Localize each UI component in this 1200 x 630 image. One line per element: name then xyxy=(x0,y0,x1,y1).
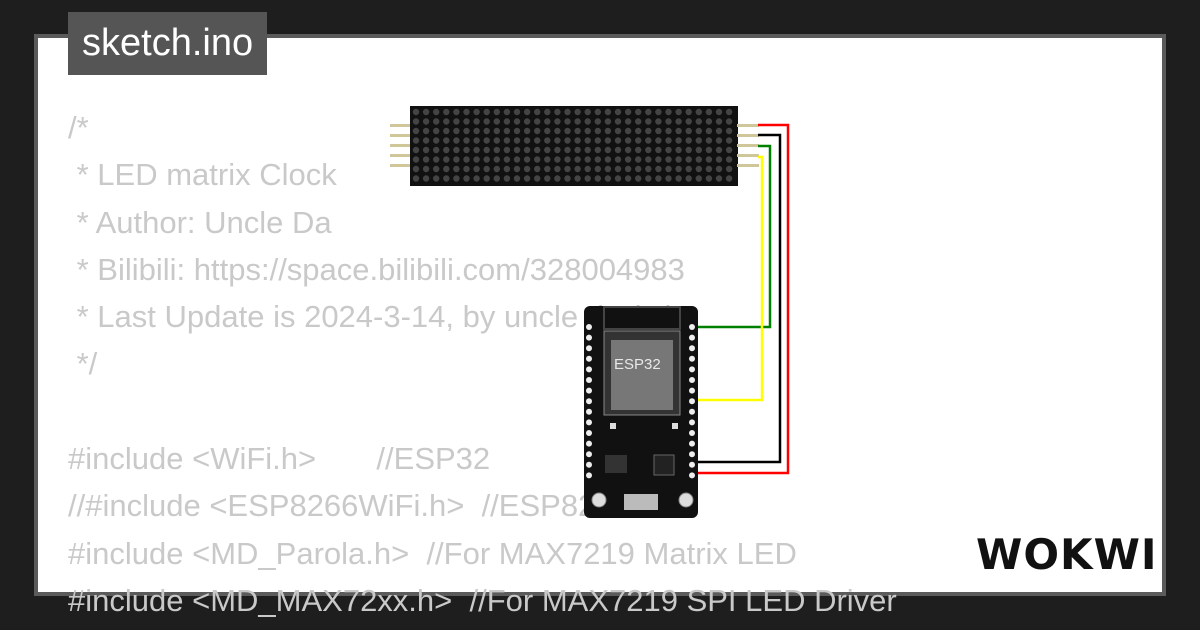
led-matrix[interactable] xyxy=(390,106,759,186)
boot-button[interactable] xyxy=(591,492,607,508)
chip-inner xyxy=(611,340,673,410)
chip-label: ESP32 xyxy=(614,356,661,373)
code-line: * LED matrix Clock xyxy=(68,157,337,193)
esp32-board[interactable]: ESP32 xyxy=(584,306,698,518)
code-line: #include <MD_Parola.h> //For MAX7219 Mat… xyxy=(68,535,797,571)
code-line: /* xyxy=(68,110,89,145)
usb-chip xyxy=(653,454,675,476)
matrix-output-pins xyxy=(737,124,759,167)
code-line: * Author: Uncle Da xyxy=(68,204,332,240)
code-line: #include <MD_MAX72xx.h> //For MAX7219 SP… xyxy=(68,582,897,618)
matrix-led-grid xyxy=(412,108,733,182)
code-line: * Last Update is 2024-3-14, by uncle da … xyxy=(68,299,677,335)
wire-vcc-red xyxy=(690,123,790,475)
code-line: * Bilibili: https://space.bilibili.com/3… xyxy=(68,251,685,287)
led-indicator-2 xyxy=(672,423,678,429)
reset-button[interactable] xyxy=(678,492,694,508)
wokwi-logo: WOKWI xyxy=(976,530,1158,579)
led-indicator-1 xyxy=(610,423,616,429)
antenna xyxy=(603,306,681,330)
code-line: //#include <ESP8266WiFi.h> //ESP8266 xyxy=(68,488,630,524)
code-line: */ xyxy=(68,346,98,382)
code-line: #include <WiFi.h> //ESP32 xyxy=(68,441,491,477)
file-tab[interactable]: sketch.ino xyxy=(68,12,268,75)
matrix-input-pins xyxy=(390,124,412,167)
wire-din-green xyxy=(690,144,772,329)
code-listing: /* * LED matrix Clock * Author: Uncle Da… xyxy=(68,104,897,624)
wire-gnd-black xyxy=(690,133,782,464)
voltage-regulator xyxy=(605,455,627,473)
board-pin-headers xyxy=(586,324,695,479)
usb-port xyxy=(624,494,658,510)
wires xyxy=(690,123,790,475)
matrix-body xyxy=(410,106,738,186)
wire-cs-yellow xyxy=(690,155,764,402)
